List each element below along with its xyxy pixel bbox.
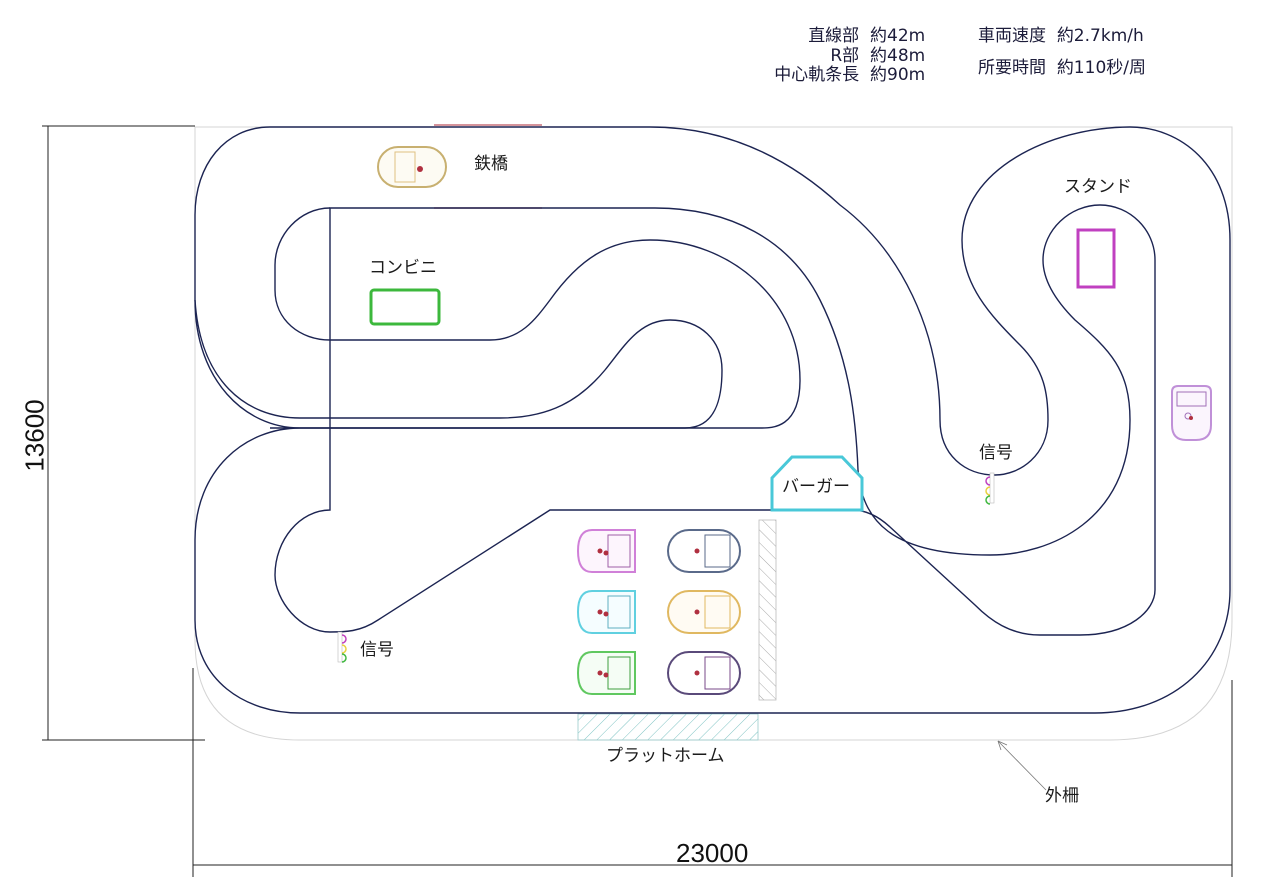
signal-left bbox=[337, 631, 347, 663]
burger-building bbox=[770, 455, 864, 512]
convenience-store-label: コンビニ bbox=[369, 258, 437, 278]
outer-fence bbox=[194, 126, 1233, 741]
track-inner-edge bbox=[274, 204, 1156, 636]
outer-fence-label: 外柵 bbox=[1045, 786, 1079, 806]
vehicle-yard-5 bbox=[576, 651, 636, 695]
spec-row: 所要時間 約110秒/周 bbox=[978, 57, 1146, 78]
signal-right bbox=[985, 472, 995, 505]
spec-row: R部 約48m bbox=[830, 45, 926, 66]
burger-label: バーガー bbox=[782, 477, 850, 497]
platform bbox=[577, 713, 759, 741]
height-dimension-label: 13600 bbox=[19, 399, 50, 472]
vehicle-yard-3 bbox=[576, 590, 636, 634]
spec-row: 直線部 約42m bbox=[808, 26, 926, 46]
platform-label: プラットホーム bbox=[606, 746, 725, 766]
track-island-left bbox=[274, 207, 801, 429]
signal-right-label: 信号 bbox=[979, 443, 1013, 463]
stand-label: スタンド bbox=[1064, 177, 1132, 197]
vehicle-yard-2 bbox=[667, 529, 741, 573]
vehicle-bridge bbox=[377, 146, 447, 188]
signal-left-label: 信号 bbox=[360, 640, 394, 660]
vehicle-right bbox=[1171, 385, 1212, 441]
track-hook-middle bbox=[194, 299, 723, 429]
bridge-label: 鉄橋 bbox=[474, 154, 508, 174]
dimension-lines bbox=[42, 125, 1233, 877]
vehicle-yard-1 bbox=[576, 529, 636, 573]
spec-block-left: 直線部 約42m R部 約48m 中心軌条長 約90m bbox=[760, 26, 932, 86]
vehicle-yard-4 bbox=[667, 590, 741, 634]
spec-block-right: 車両速度 約2.7km/h 所要時間 約110秒/周 bbox=[978, 26, 1146, 78]
convenience-store-building bbox=[369, 288, 441, 326]
spec-row: 車両速度 約2.7km/h bbox=[978, 26, 1144, 46]
vehicle-yard-6 bbox=[667, 651, 741, 695]
width-dimension-label: 23000 bbox=[676, 838, 749, 868]
spec-row: 中心軌条長 約90m bbox=[774, 65, 926, 86]
stand-building bbox=[1076, 228, 1116, 289]
fence-leader-arrow bbox=[997, 740, 1047, 791]
yard-wall bbox=[758, 519, 777, 701]
